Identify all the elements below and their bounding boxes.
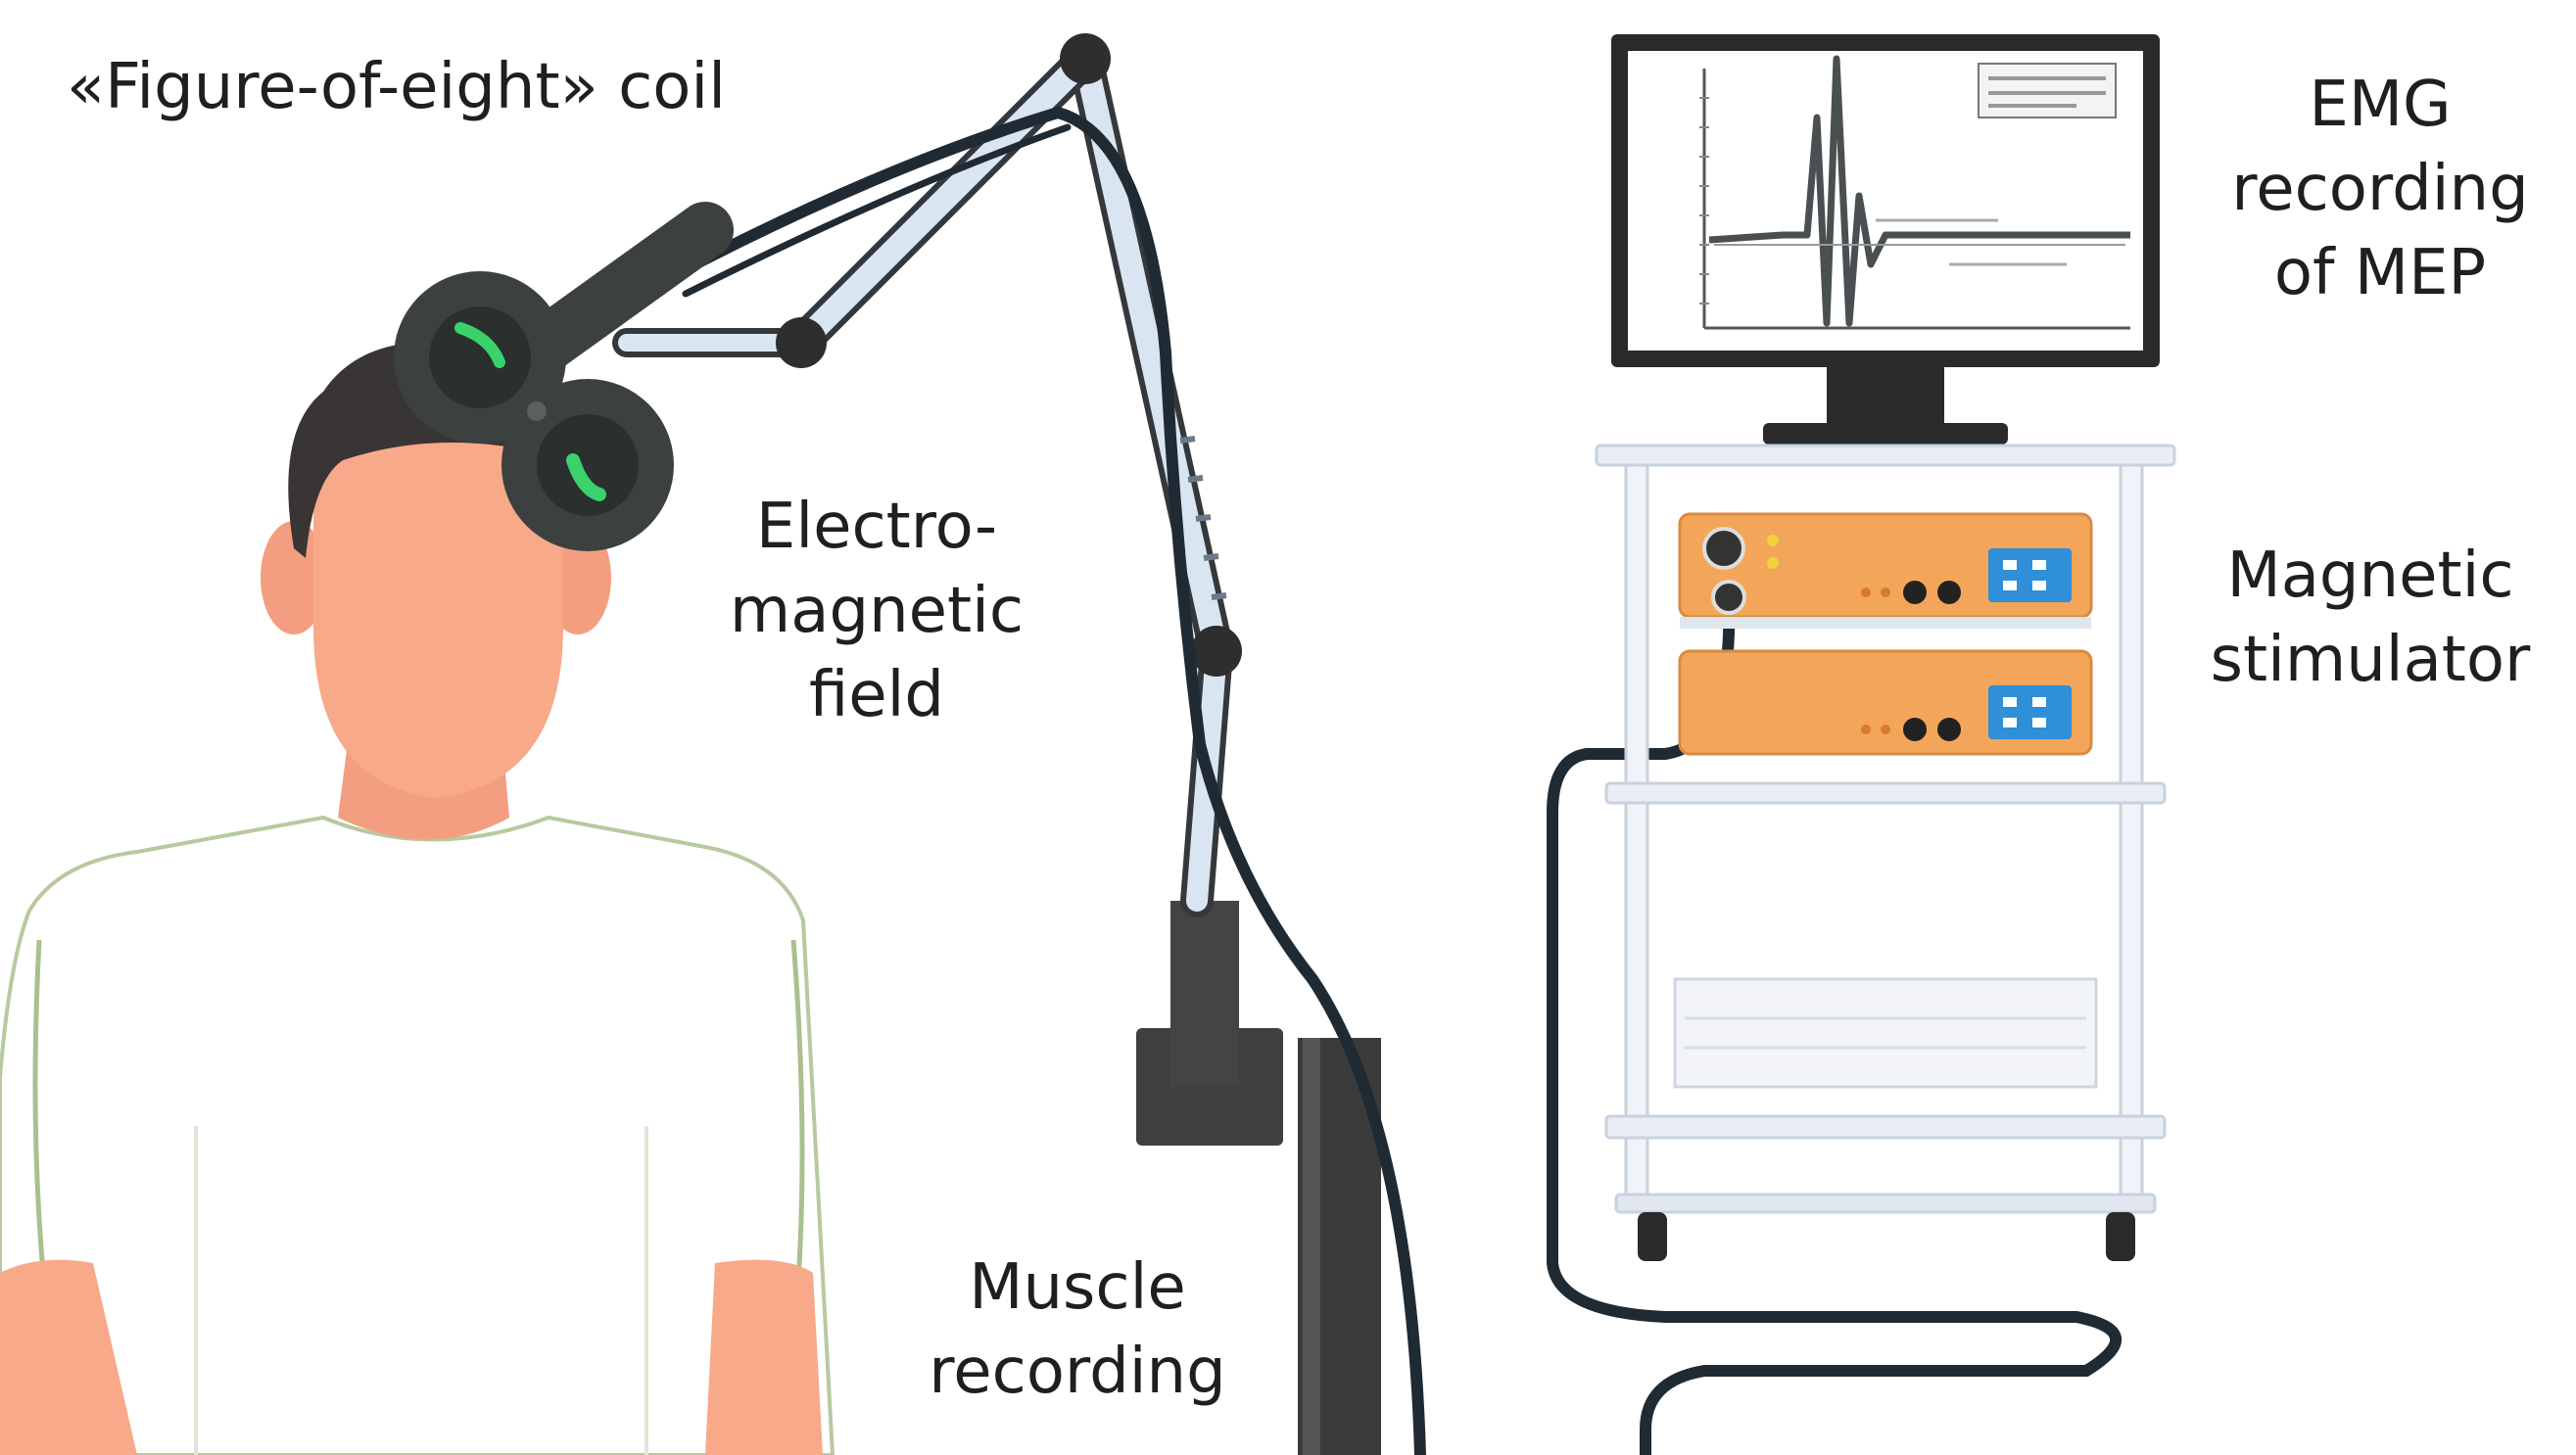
label-field-line-1: Electro- xyxy=(755,491,998,563)
label-muscle-recording: Muscle recording xyxy=(916,1245,1239,1414)
cart-base xyxy=(1614,1193,2157,1214)
label-magnetic-stimulator: Magnetic stimulator xyxy=(2179,534,2561,702)
left-arm xyxy=(0,1259,137,1455)
t-shirt xyxy=(0,815,835,1455)
monitor-base xyxy=(1763,423,2008,445)
coil-cable xyxy=(670,106,1426,1455)
stimulator-display-lower xyxy=(1988,685,2072,739)
coil-handle xyxy=(520,202,734,371)
label-field-line-3: field xyxy=(808,659,945,731)
label-field-line-2: magnetic xyxy=(729,575,1025,647)
stimulator-connector xyxy=(1711,580,1746,615)
cart-drawer xyxy=(1673,977,2098,1089)
cart-right-post xyxy=(2119,463,2144,1211)
magnetic-stimulator xyxy=(1678,512,2093,756)
face xyxy=(313,387,563,798)
label-stimulator-line-1: Magnetic xyxy=(2226,540,2514,612)
right-arm xyxy=(705,1259,823,1455)
label-stimulator-line-2: stimulator xyxy=(2210,624,2531,696)
label-emg-line-3: of MEP xyxy=(2273,237,2487,309)
cart-wheel-left xyxy=(1638,1212,1667,1261)
emg-monitor xyxy=(1611,34,2160,445)
joint-top xyxy=(1060,33,1111,84)
label-electromagnetic-field: Electro- magnetic field xyxy=(725,485,1028,737)
label-coil-text: «Figure-of-eight» coil xyxy=(67,51,726,123)
label-muscle-line-2: recording xyxy=(929,1336,1226,1408)
cart-left-post xyxy=(1624,463,1649,1211)
label-muscle-line-1: Muscle xyxy=(969,1251,1186,1324)
mep-trace xyxy=(1708,55,2130,327)
cart-middle-shelf xyxy=(1604,781,2167,805)
stand-post xyxy=(1170,901,1239,1087)
label-emg-line-1: EMG xyxy=(2309,69,2452,141)
person xyxy=(0,341,835,1455)
joint-middle xyxy=(776,317,827,368)
figure-of-eight-coil xyxy=(394,202,734,551)
cart-top-shelf xyxy=(1595,444,2176,467)
stimulator-display-upper xyxy=(1988,548,2072,602)
coil-cable-2 xyxy=(682,123,1072,298)
label-coil: «Figure-of-eight» coil xyxy=(67,45,726,129)
cart-wheel-right xyxy=(2106,1212,2135,1261)
cart-bottom-shelf xyxy=(1604,1114,2167,1140)
joint-lower xyxy=(1191,626,1242,677)
left-ear xyxy=(261,521,327,634)
label-emg-line-2: recording xyxy=(2231,153,2529,225)
label-emg-recording: EMG recording of MEP xyxy=(2199,63,2561,315)
stimulator-knob xyxy=(1702,527,1745,570)
equipment-cart xyxy=(1595,444,2176,1261)
